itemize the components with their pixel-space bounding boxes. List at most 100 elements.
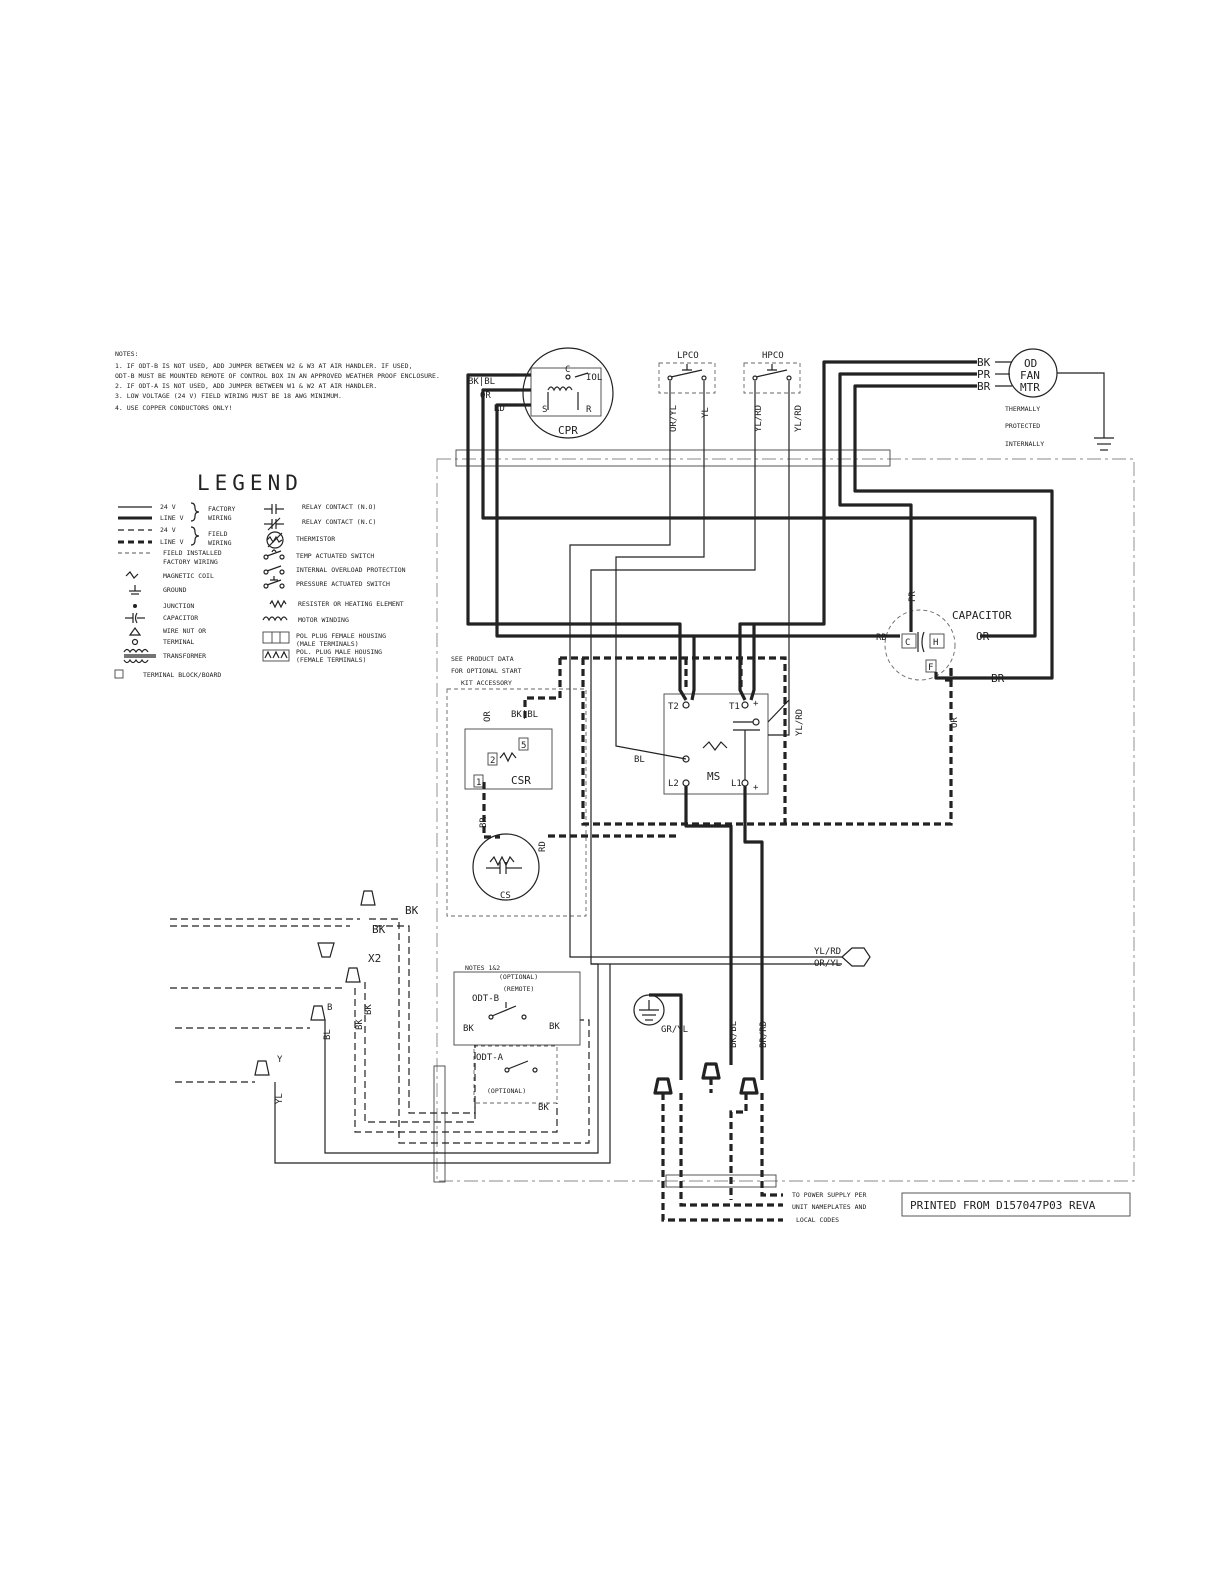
- note-line-4: 4. USE COPPER CONDUCTORS ONLY!: [115, 404, 232, 412]
- wire-label-br-kit: BR: [479, 817, 489, 828]
- wire-label-bk-term-2: BK: [372, 923, 386, 936]
- printed-from-box: [901, 1192, 1131, 1217]
- terminal-connector-icon: [345, 967, 361, 983]
- control-box-rail-bottom: [665, 1174, 777, 1188]
- legend-label-field-installed: FIELD INSTALLED: [163, 549, 222, 557]
- wire-label-rd-kit: RD: [538, 841, 548, 852]
- magnetic-coil-icon: [125, 571, 139, 579]
- start-kit-box: [446, 688, 587, 917]
- motor-winding-icon: [262, 616, 288, 622]
- terminal-connector-icon: [317, 942, 335, 958]
- contactor-t1-label: T1: [729, 702, 740, 712]
- wiring-24v: [274, 381, 842, 1164]
- compressor-terminal-box: [530, 367, 602, 417]
- fan-ground-icon: [1057, 372, 1114, 451]
- compressor-label: CPR: [558, 424, 578, 437]
- start-kit-line-2: FOR OPTIONAL START: [451, 667, 522, 675]
- compressor: C IOL S R CPR: [522, 347, 614, 439]
- capacitor-label: CAPACITOR: [952, 609, 1012, 622]
- wire-label-rd-cap: RD: [876, 633, 887, 643]
- legend-label-linev-field: LINE V: [160, 538, 184, 546]
- wire-label-pr-fan: PR: [977, 368, 991, 381]
- terminal-block-icon: [114, 669, 124, 679]
- power-supply-line-2: UNIT NAMEPLATES AND: [792, 1203, 866, 1211]
- legend-brace-factory: [190, 502, 200, 522]
- temp-switch-icon: [263, 549, 285, 560]
- legend-label-ground: GROUND: [163, 586, 187, 594]
- legend-label-linev: LINE V: [160, 514, 184, 522]
- wire-label-yl-rd-hpco-2: YL/RD: [794, 405, 804, 432]
- wire-label-b: B: [327, 1003, 332, 1013]
- unit-border: [436, 458, 1135, 1182]
- pol-plug-male-icon: [262, 649, 290, 662]
- wire-label-bk-odt-b-2: BK: [549, 1022, 560, 1032]
- compressor-c-terminal: [565, 374, 571, 380]
- legend-label-relay-no: RELAY CONTACT (N.O): [302, 503, 376, 511]
- csr-relay-box: [464, 728, 553, 790]
- wire-nut-icon: [128, 626, 142, 636]
- compressor-s-label: S: [542, 405, 547, 415]
- contactor-plus-bottom: +: [753, 783, 759, 793]
- legend-label-motor-winding: MOTOR WINDING: [298, 616, 349, 624]
- pol-plug-female-icon: [262, 631, 290, 644]
- wire-label-yl-rd-plug: YL/RD: [814, 947, 841, 957]
- wire-label-or-cpr: OR: [480, 391, 491, 401]
- csr-pin-2: 2: [490, 756, 495, 766]
- compressor-run-winding: [547, 386, 573, 392]
- note-line-1: 1. IF ODT-B IS NOT USED, ADD JUMPER BETW…: [115, 362, 412, 370]
- legend-label-terminal-block: TERMINAL BLOCK/BOARD: [143, 671, 221, 679]
- lpco-switch: LPCO: [658, 351, 716, 394]
- fan-note-1: THERMALLY: [1005, 405, 1040, 413]
- wire-label-yl-term: YL: [275, 1093, 285, 1104]
- notes-block: NOTES: 1. IF ODT-B IS NOT USED, ADD JUMP…: [115, 350, 440, 412]
- wire-label-bk-odt-a: BK: [538, 1103, 549, 1113]
- junction-icon: [133, 604, 137, 608]
- field-terminals: BK BK X2 B Y BL BK BK YL: [170, 890, 419, 1104]
- legend: LEGEND 24 V LINE V FACTORY WIRING 24 V L…: [114, 471, 406, 679]
- wire-label-br-rd-ps: BR/RD: [759, 1021, 769, 1048]
- compressor-c-label: C: [565, 365, 570, 375]
- lpco-box: [658, 362, 716, 394]
- capacitor-c-label: C: [905, 638, 910, 648]
- lpco-label: LPCO: [677, 351, 699, 361]
- capacitor-f-label: F: [928, 663, 933, 673]
- start-kit-line-3: KIT ACCESSORY: [461, 679, 512, 687]
- hpco-box: [743, 362, 801, 394]
- fan-label-od: OD: [1024, 357, 1037, 370]
- power-connector-icon: [701, 1062, 721, 1080]
- wire-label-or-kit: OR: [483, 711, 493, 722]
- legend-label-pressure-switch: PRESSURE ACTUATED SWITCH: [296, 580, 390, 588]
- compressor-r-label: R: [586, 405, 592, 415]
- hpco-label: HPCO: [762, 351, 784, 361]
- contactor-l2-label: L2: [668, 779, 679, 789]
- wire-label-bl-ms: BL: [634, 755, 645, 765]
- wire-label-pr-cap: PR: [908, 591, 918, 602]
- cs-label: CS: [500, 891, 511, 901]
- odt-notes-label: NOTES 1&2: [465, 964, 500, 972]
- legend-label-temp-switch: TEMP ACTUATED SWITCH: [296, 552, 374, 560]
- legend-label-pol-male: POL. PLUG MALE HOUSING: [296, 648, 382, 656]
- legend-label-junction: JUNCTION: [163, 602, 194, 610]
- wire-label-bk-fan: BK: [977, 356, 991, 369]
- contactor-t2-label: T2: [668, 702, 679, 712]
- terminal-icon: [131, 638, 139, 646]
- note-line-3: 3. LOW VOLTAGE (24 V) FIELD WIRING MUST …: [115, 392, 342, 400]
- capacitor-c-terminal: [901, 633, 917, 649]
- hpco-switch: HPCO: [743, 351, 801, 394]
- csr-pin-5: 5: [521, 741, 526, 751]
- wire-label-bk-x2-b: BK: [364, 1004, 374, 1015]
- fan-note-3: INTERNALLY: [1005, 440, 1044, 448]
- pressure-switch-icon: [263, 576, 285, 589]
- legend-brace-field: [190, 526, 200, 546]
- terminal-connector-icon: [310, 1005, 326, 1021]
- start-kit-line-1: SEE PRODUCT DATA: [451, 655, 514, 663]
- odt-b-box: [453, 971, 581, 1046]
- legend-label-female-terminals: (FEMALE TERMINALS): [296, 656, 366, 664]
- transformer-icon: [123, 648, 156, 664]
- wire-label-bk-odt-b-1: BK: [463, 1024, 474, 1034]
- power-connector-icon: [739, 1077, 759, 1095]
- wire-label-bl-term: BL: [323, 1029, 333, 1040]
- capacitor-outline: [884, 609, 956, 681]
